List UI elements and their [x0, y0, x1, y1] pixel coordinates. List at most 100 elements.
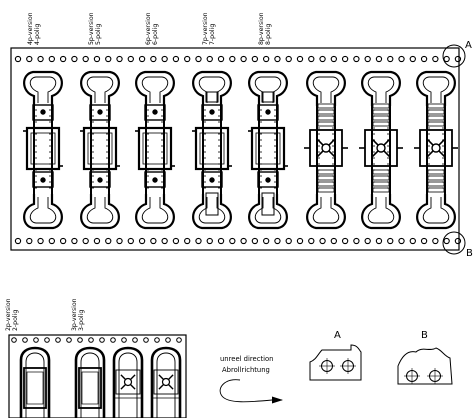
sprocket-hole — [341, 237, 349, 245]
sprocket-hole — [274, 55, 281, 63]
sprocket-hole — [420, 55, 428, 63]
sprocket-hole — [296, 55, 304, 63]
connector-part — [150, 346, 182, 418]
sprocket-hole — [195, 237, 202, 245]
sprocket-hole — [172, 237, 180, 245]
label-6p-line1: 6p-version — [145, 12, 152, 45]
connector-part — [414, 70, 458, 230]
sprocket-hole — [127, 55, 134, 63]
sprocket-hole — [44, 337, 50, 343]
connector-part — [80, 70, 120, 230]
top-connector-parts — [23, 70, 458, 230]
sprocket-hole — [66, 337, 72, 343]
label-5p-line1: 5p-version — [88, 12, 95, 45]
sprocket-hole — [59, 237, 67, 245]
direction-label-en: unreel direction — [220, 355, 273, 363]
sprocket-hole — [443, 55, 450, 63]
detail-a: A — [309, 330, 362, 381]
sprocket-hole — [110, 337, 116, 343]
sprocket-hole — [263, 237, 270, 245]
detail-b-outline — [397, 347, 453, 385]
top-sprocket-holes — [14, 55, 462, 245]
sprocket-hole — [184, 237, 191, 245]
connector-part — [248, 70, 288, 230]
sprocket-hole — [82, 237, 89, 245]
top-strip-outline — [10, 47, 460, 251]
connector-part — [192, 70, 232, 230]
sprocket-hole — [37, 237, 44, 245]
sprocket-hole — [398, 55, 405, 63]
sprocket-hole — [217, 237, 225, 245]
connector-part — [359, 70, 403, 230]
connector-part — [74, 346, 106, 418]
sprocket-hole — [420, 237, 428, 245]
sprocket-hole — [296, 237, 304, 245]
sprocket-hole — [206, 55, 213, 63]
sprocket-hole — [341, 55, 349, 63]
sprocket-hole — [330, 237, 337, 245]
sprocket-hole — [33, 337, 39, 343]
sprocket-hole — [127, 237, 134, 245]
sprocket-hole — [409, 55, 416, 63]
callout-b-letter: B — [466, 248, 473, 259]
sprocket-hole — [263, 55, 270, 63]
label-8p-line2: 8-polig — [265, 24, 272, 45]
sprocket-hole — [217, 55, 225, 63]
sprocket-hole — [11, 337, 17, 343]
bottom-strip-outline — [8, 334, 187, 418]
bottom-carrier-strip — [8, 334, 187, 418]
label-6p-line2: 6-polig — [152, 24, 159, 45]
sprocket-hole — [387, 55, 394, 63]
connector-part — [304, 70, 348, 230]
sprocket-hole — [285, 55, 292, 63]
direction-arrow-icon — [219, 379, 282, 403]
sprocket-hole — [154, 337, 160, 343]
sprocket-hole — [240, 55, 247, 63]
sprocket-hole — [398, 237, 405, 245]
sprocket-hole — [26, 55, 33, 63]
callout-a: A — [442, 40, 472, 68]
sprocket-hole — [375, 55, 383, 63]
sprocket-hole — [308, 55, 315, 63]
sprocket-hole — [274, 237, 281, 245]
sprocket-hole — [143, 337, 149, 343]
top-version-labels: 4p-version 4-polig 5p-version 5-polig 6p… — [27, 12, 272, 45]
sprocket-hole — [443, 237, 450, 245]
sprocket-hole — [93, 55, 101, 63]
label-7p-line1: 7p-version — [202, 12, 209, 45]
sprocket-hole — [364, 55, 371, 63]
sprocket-hole — [330, 55, 337, 63]
sprocket-hole — [161, 237, 168, 245]
sprocket-hole — [319, 237, 326, 245]
label-4p-line2: 4-polig — [34, 24, 41, 45]
detail-b: B — [397, 330, 453, 385]
sprocket-hole — [454, 55, 462, 63]
sprocket-hole — [55, 337, 61, 343]
sprocket-hole — [116, 237, 123, 245]
direction-label-de: Abrollrichtung — [222, 366, 270, 374]
sprocket-hole — [172, 55, 180, 63]
sprocket-hole — [116, 55, 123, 63]
sprocket-hole — [364, 237, 371, 245]
connector-part — [112, 346, 144, 418]
sprocket-hole — [22, 337, 28, 343]
connector-part — [19, 346, 51, 418]
sprocket-hole — [105, 55, 112, 63]
sprocket-hole — [59, 55, 67, 63]
sprocket-hole — [37, 55, 44, 63]
sprocket-hole — [240, 237, 247, 245]
callout-a-letter: A — [465, 40, 472, 51]
label-3p-line1: 3p-version — [71, 298, 78, 331]
sprocket-hole — [409, 237, 416, 245]
top-carrier-strip — [10, 47, 462, 251]
sprocket-hole — [77, 337, 83, 343]
sprocket-hole — [176, 337, 182, 343]
sprocket-hole — [387, 237, 394, 245]
label-8p-line1: 8p-version — [258, 12, 265, 45]
label-7p-line2: 7-polig — [209, 24, 216, 45]
label-2p-line2: 2-polig — [12, 310, 19, 331]
label-3p-line2: 3-polig — [78, 310, 85, 331]
sprocket-hole — [71, 55, 78, 63]
sprocket-hole — [93, 237, 101, 245]
